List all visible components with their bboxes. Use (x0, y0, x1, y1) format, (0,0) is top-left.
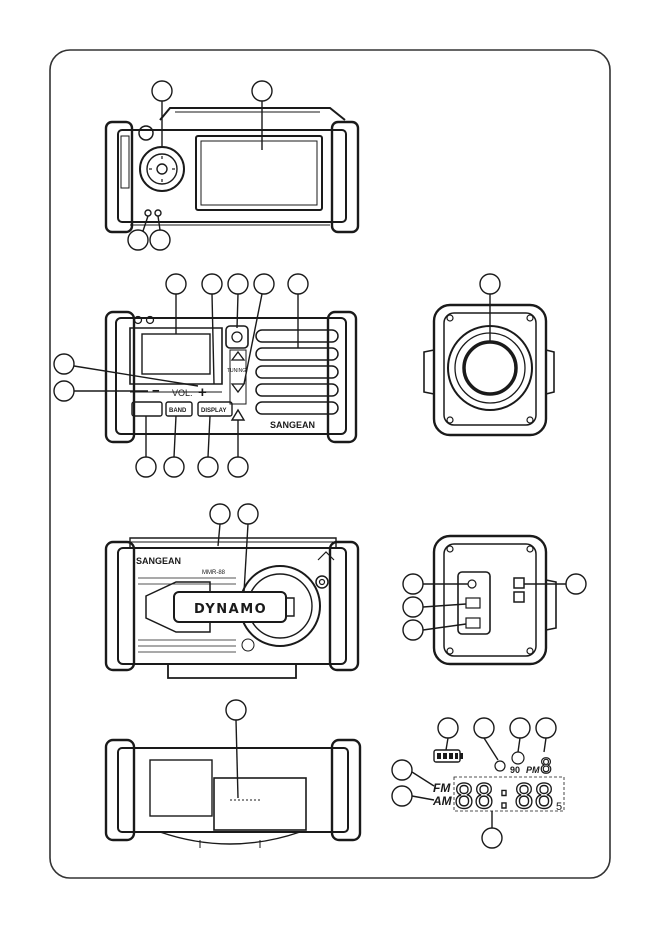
vol-minus-sign: − (152, 383, 160, 398)
back-brand-label: SANGEAN (136, 556, 181, 566)
side-view-callouts (480, 274, 500, 342)
callout-marker (566, 574, 586, 594)
callout-marker (254, 274, 274, 294)
ports-callouts (403, 574, 586, 640)
callout-marker (403, 597, 423, 617)
callout-marker (202, 274, 222, 294)
callout-marker (392, 786, 412, 806)
lcd-fm: FM (433, 781, 451, 795)
sleep-timer-icon (512, 752, 524, 764)
callout-marker (152, 81, 172, 101)
dynamo-label: DYNAMO (194, 602, 267, 617)
front-brand-label: SANGEAN (270, 420, 315, 430)
band-label: BAND (169, 408, 187, 414)
lcd-time-digits: 88:88 (454, 777, 554, 817)
callout-marker (252, 81, 272, 101)
side-view-flashlight (424, 305, 554, 435)
vol-plus-sign: + (198, 384, 207, 401)
callout-marker (228, 274, 248, 294)
alarm-icon (495, 761, 505, 771)
callout-marker (164, 457, 184, 477)
lcd-pm: PM (526, 765, 540, 775)
back-view-labels: SANGEAN MMR-88 DYNAMO (136, 556, 267, 617)
callout-marker (482, 828, 502, 848)
lcd-ninety: 90 (510, 765, 520, 775)
lcd-preset-digit: 8 (540, 754, 552, 778)
callout-marker (136, 457, 156, 477)
callout-marker (54, 381, 74, 401)
callout-marker (238, 504, 258, 524)
lcd-text: FM AM 88:88 PM 90 5 8 (432, 754, 562, 817)
tuning-label: TUNING (227, 368, 246, 374)
vol-label: VOL. (172, 388, 193, 398)
callout-marker (54, 354, 74, 374)
side-view-ports (434, 536, 556, 664)
callout-marker (403, 620, 423, 640)
callout-marker (150, 230, 170, 250)
callout-marker (226, 700, 246, 720)
top-view (106, 108, 358, 232)
callout-marker (288, 274, 308, 294)
model-label: MMR-88 (202, 570, 226, 576)
lcd-am: AM (432, 794, 453, 808)
callout-marker (128, 230, 148, 250)
callout-marker (210, 504, 230, 524)
callout-marker (510, 718, 530, 738)
callout-marker (392, 760, 412, 780)
callout-marker (198, 457, 218, 477)
callout-marker (166, 274, 186, 294)
callout-marker (438, 718, 458, 738)
bottom-view (106, 740, 360, 848)
display-label: DISPLAY (201, 408, 226, 414)
callout-marker (403, 574, 423, 594)
callout-marker (536, 718, 556, 738)
front-view-callouts (54, 274, 308, 477)
lcd-seconds: 5 (556, 801, 562, 813)
callout-marker (474, 718, 494, 738)
callout-marker (480, 274, 500, 294)
callout-marker (228, 457, 248, 477)
